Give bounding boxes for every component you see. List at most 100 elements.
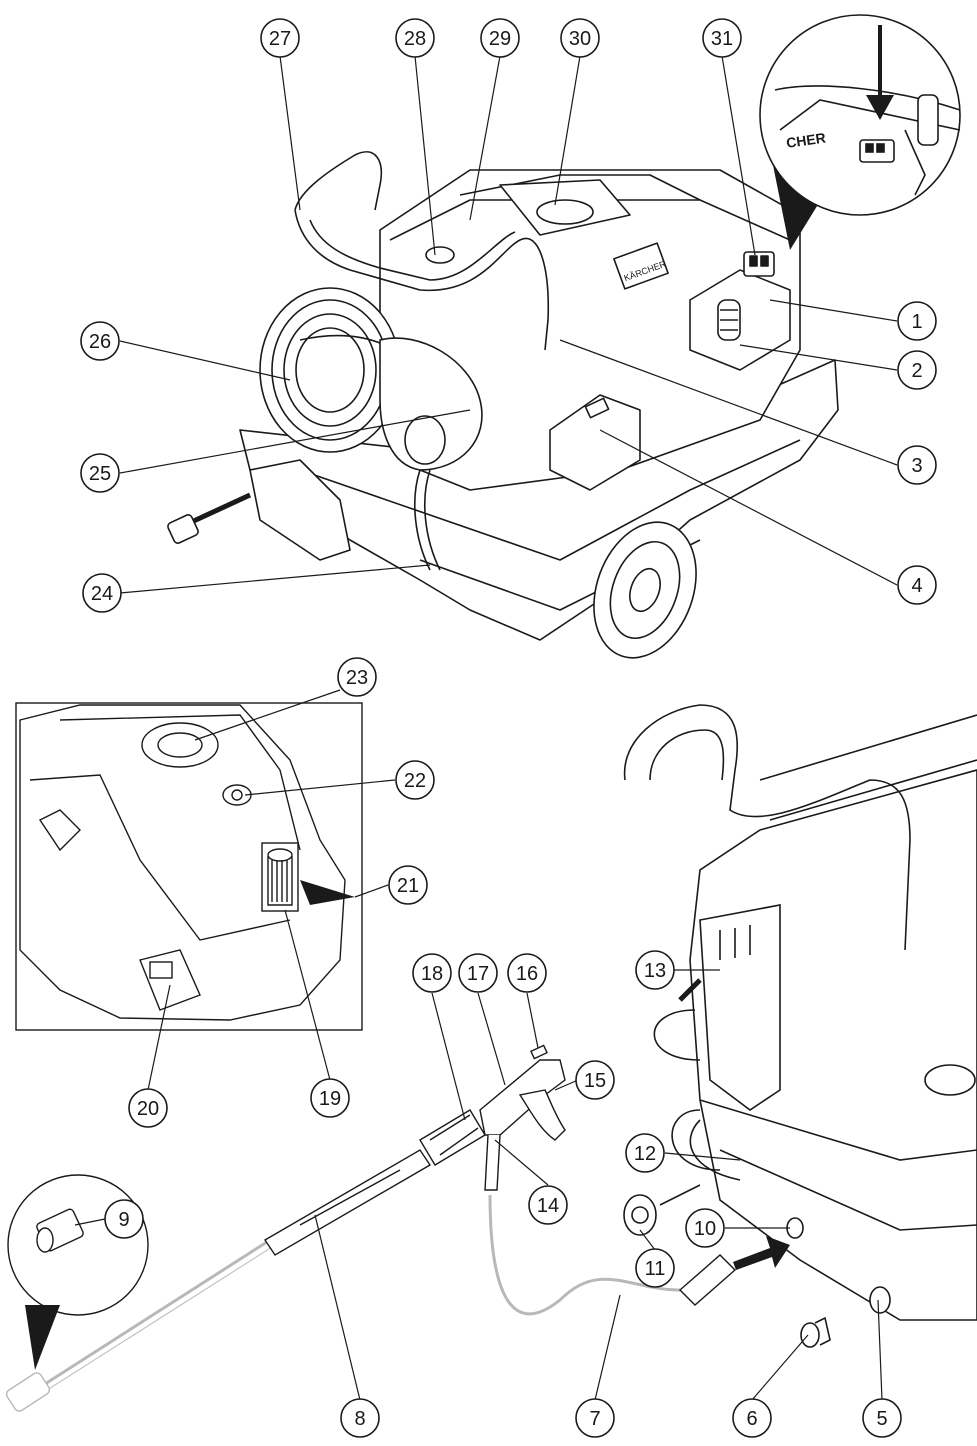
machine-rear-view: [623, 704, 977, 1348]
callout-label: 20: [137, 1098, 159, 1120]
holder-13: [699, 904, 781, 1111]
callout-circle: [310, 1078, 350, 1118]
callout-label: 25: [89, 463, 111, 485]
wheel: [593, 521, 697, 659]
callout-31: 31: [702, 18, 742, 58]
callout-30: 30: [560, 18, 600, 58]
callout-circle: [82, 573, 122, 613]
callout-circle: [528, 1185, 568, 1225]
brand-label-zoom: CHER: [785, 129, 827, 150]
top-compartment: [499, 179, 631, 236]
power-cable: [653, 1009, 741, 1206]
callout-circle: [480, 18, 520, 58]
callout-label: 1: [911, 311, 922, 333]
gun-connector-14: [484, 1134, 501, 1191]
lance-grip-8: [264, 1149, 431, 1256]
reel-crank: [249, 459, 351, 561]
switch-31: [743, 251, 775, 277]
spray-gun-assembly: [5, 1044, 737, 1412]
callout-circle: [458, 953, 498, 993]
callout-label: 18: [421, 963, 443, 985]
callout-label: 11: [645, 1258, 666, 1280]
callout-circle: [702, 18, 742, 58]
callout-label: 9: [118, 1209, 129, 1231]
callout-label: 16: [516, 963, 538, 985]
callout-16: 16: [507, 953, 547, 993]
callout-circle: [80, 453, 120, 493]
hose-24: [414, 469, 431, 571]
callout-13: 13: [635, 950, 675, 990]
callout-20: 20: [128, 1088, 168, 1128]
callout-label: 5: [876, 1408, 887, 1430]
callout-label: 10: [694, 1218, 716, 1240]
callout-26: 26: [80, 321, 120, 361]
callout-label: 17: [467, 963, 489, 985]
callout-circle: [897, 350, 937, 390]
callout-label: 12: [634, 1143, 656, 1165]
trigger-15: [518, 1089, 566, 1141]
callout-label: 31: [711, 28, 733, 50]
callout-circle: [625, 1133, 665, 1173]
callout-label: 19: [319, 1088, 341, 1110]
callout-label: 27: [269, 28, 291, 50]
fitting-6: [800, 1322, 820, 1348]
callout-25: 25: [80, 453, 120, 493]
callout-label: 14: [537, 1195, 559, 1217]
callout-circle: [635, 1248, 675, 1288]
callout-label: 22: [404, 770, 426, 792]
callout-circle: [337, 657, 377, 697]
callout-label: 28: [404, 28, 426, 50]
callout-label: 23: [346, 667, 368, 689]
callout-label: 2: [911, 360, 922, 382]
safety-16: [530, 1044, 548, 1060]
callout-label: 8: [354, 1408, 365, 1430]
callout-circle: [128, 1088, 168, 1128]
arrow-down-icon: [866, 95, 894, 120]
callout-circle: [575, 1398, 615, 1438]
callout-19: 19: [310, 1078, 350, 1118]
callout-circle: [897, 565, 937, 605]
callout-label: 4: [911, 575, 922, 597]
callout-17: 17: [458, 953, 498, 993]
callout-6: 6: [732, 1398, 772, 1438]
zoom-detail-top: CHER: [759, 14, 961, 250]
callout-23: 23: [337, 657, 377, 697]
callout-7: 7: [575, 1398, 615, 1438]
callout-9: 9: [104, 1199, 144, 1239]
callout-label: 15: [584, 1070, 606, 1092]
callout-27: 27: [260, 18, 300, 58]
spray-lance: [19, 1238, 271, 1402]
callout-circle: [412, 953, 452, 993]
callout-22: 22: [395, 760, 435, 800]
callout-circle: [575, 1060, 615, 1100]
callout-circle: [560, 18, 600, 58]
callout-21: 21: [388, 865, 428, 905]
callout-15: 15: [575, 1060, 615, 1100]
dial-23: [141, 722, 219, 768]
callout-circle: [260, 18, 300, 58]
callout-label: 24: [91, 583, 113, 605]
callout-circle: [104, 1199, 144, 1239]
callout-14: 14: [528, 1185, 568, 1225]
hp-hose-7: [488, 1194, 681, 1316]
callout-8: 8: [340, 1398, 380, 1438]
trigger-lock-18: [419, 1109, 486, 1166]
machine-main-view: KÄRCHER: [167, 151, 839, 659]
callout-24: 24: [82, 573, 122, 613]
handle-rear: [623, 704, 911, 951]
callout-label: 6: [746, 1408, 757, 1430]
callout-circle: [340, 1398, 380, 1438]
callout-1: 1: [897, 301, 937, 341]
callout-28: 28: [395, 18, 435, 58]
callout-5: 5: [862, 1398, 902, 1438]
callout-4: 4: [897, 565, 937, 605]
callout-3: 3: [897, 445, 937, 485]
arrow-right-icon: [733, 1236, 790, 1270]
callout-circle: [897, 301, 937, 341]
callout-circle: [685, 1208, 725, 1248]
callout-2: 2: [897, 350, 937, 390]
callout-label: 3: [911, 455, 922, 477]
